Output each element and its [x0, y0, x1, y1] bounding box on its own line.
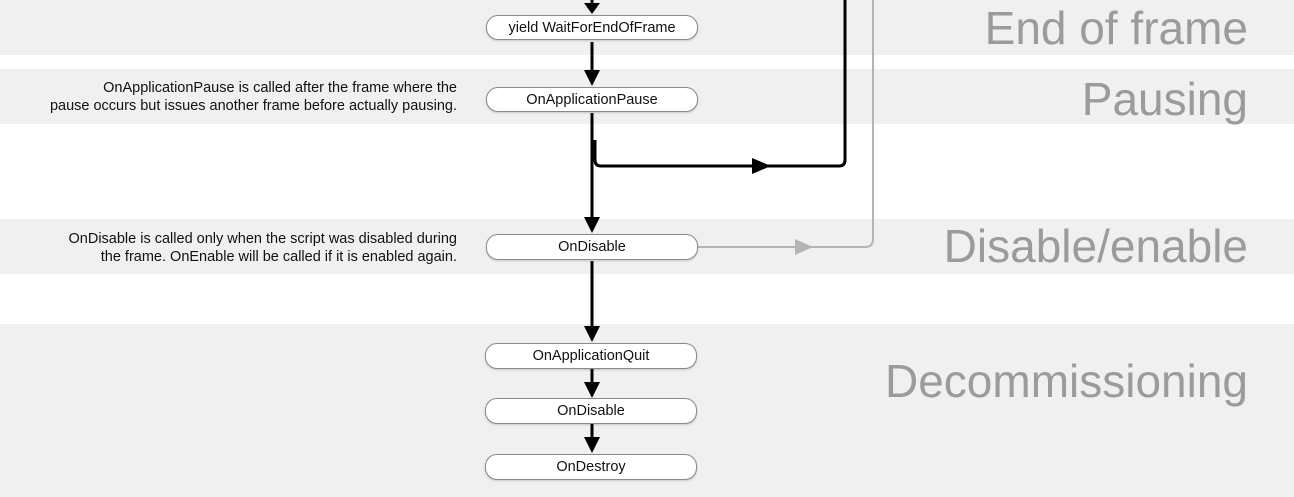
- on-disable-node: OnDisable: [486, 234, 698, 260]
- on-application-quit-node: OnApplicationQuit: [485, 343, 697, 369]
- loop-back-arrowhead: [752, 158, 771, 174]
- disable-note: OnDisable is called only when the script…: [69, 230, 457, 266]
- section-title-pausing: Pausing: [1081, 73, 1248, 125]
- section-title-disable-enable: Disable/enable: [943, 220, 1248, 272]
- pause-note-line-1: OnApplicationPause is called after the f…: [103, 80, 457, 96]
- section-title-end-of-frame: End of frame: [984, 2, 1248, 54]
- disable-note-line-2: the frame. OnEnable will be called if it…: [100, 249, 457, 265]
- on-application-pause-node: OnApplicationPause: [486, 87, 698, 112]
- disable-note-line-1: OnDisable is called only when the script…: [68, 231, 457, 247]
- section-title-decommissioning: Decommissioning: [884, 355, 1248, 407]
- on-destroy-node: OnDestroy: [485, 454, 697, 480]
- pause-note-line-2: pause occurs but issues another frame be…: [49, 98, 457, 114]
- on-disable-decommission-node: OnDisable: [485, 398, 697, 424]
- yield-wait-for-end-of-frame-node: yield WaitForEndOfFrame: [486, 15, 698, 40]
- pause-note: OnApplicationPause is called after the f…: [50, 79, 457, 115]
